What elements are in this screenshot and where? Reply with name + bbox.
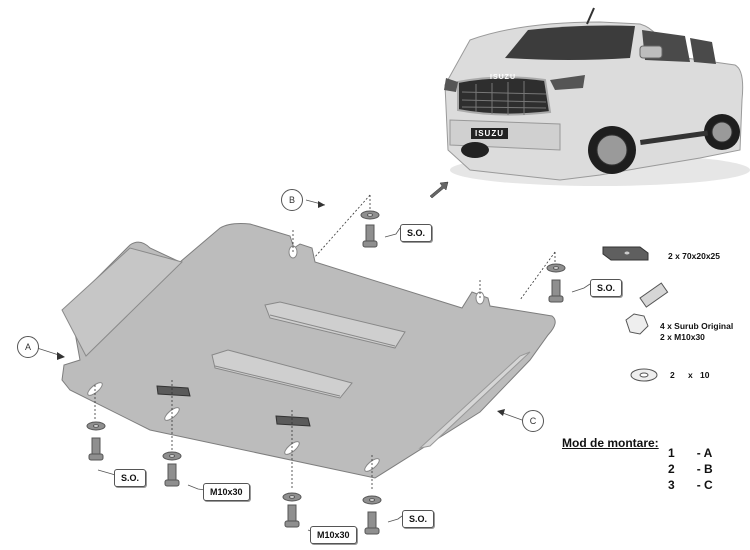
washer-icon <box>630 368 658 382</box>
view-label-b: B <box>281 189 303 211</box>
step-number: 3 <box>668 478 675 492</box>
callout-so-right: S.O. <box>590 279 623 297</box>
step-view: - B <box>696 462 713 476</box>
legend-plate-qty: 2 x 70x20x25 <box>668 251 720 261</box>
mounting-title: Mod de montare: <box>562 436 659 450</box>
step-number: 1 <box>668 446 675 460</box>
mounting-step-3: 3 - C <box>668 478 713 492</box>
skid-plate <box>61 223 556 479</box>
bolt-icon <box>625 282 669 335</box>
mounting-step-2: 2 - B <box>668 462 713 476</box>
view-label-a: A <box>17 336 39 358</box>
callout-so-top: S.O. <box>400 224 433 242</box>
step-view: - A <box>696 446 713 460</box>
callout-so-bottom-left: S.O. <box>114 469 147 487</box>
callout-m10-left: M10x30 <box>203 483 250 501</box>
plate-badge: ISUZU <box>471 128 508 139</box>
callout-m10-bottom: M10x30 <box>310 526 357 544</box>
grille-badge: ISUZU <box>490 74 516 81</box>
view-label-c: C <box>522 410 544 432</box>
legend-bolt-line2: 2 x M10x30 <box>660 332 705 342</box>
legend-bolt-line1: 4 x Surub Original <box>660 321 734 331</box>
callout-so-bottom-right: S.O. <box>402 510 435 528</box>
mounting-step-1: 1 - A <box>668 446 712 460</box>
legend-washer-qty: 2 <box>670 370 675 380</box>
step-number: 2 <box>668 462 675 476</box>
legend-washer-size: 10 <box>700 370 710 380</box>
step-view: - C <box>696 478 713 492</box>
legend-washer-x: x <box>688 370 693 380</box>
